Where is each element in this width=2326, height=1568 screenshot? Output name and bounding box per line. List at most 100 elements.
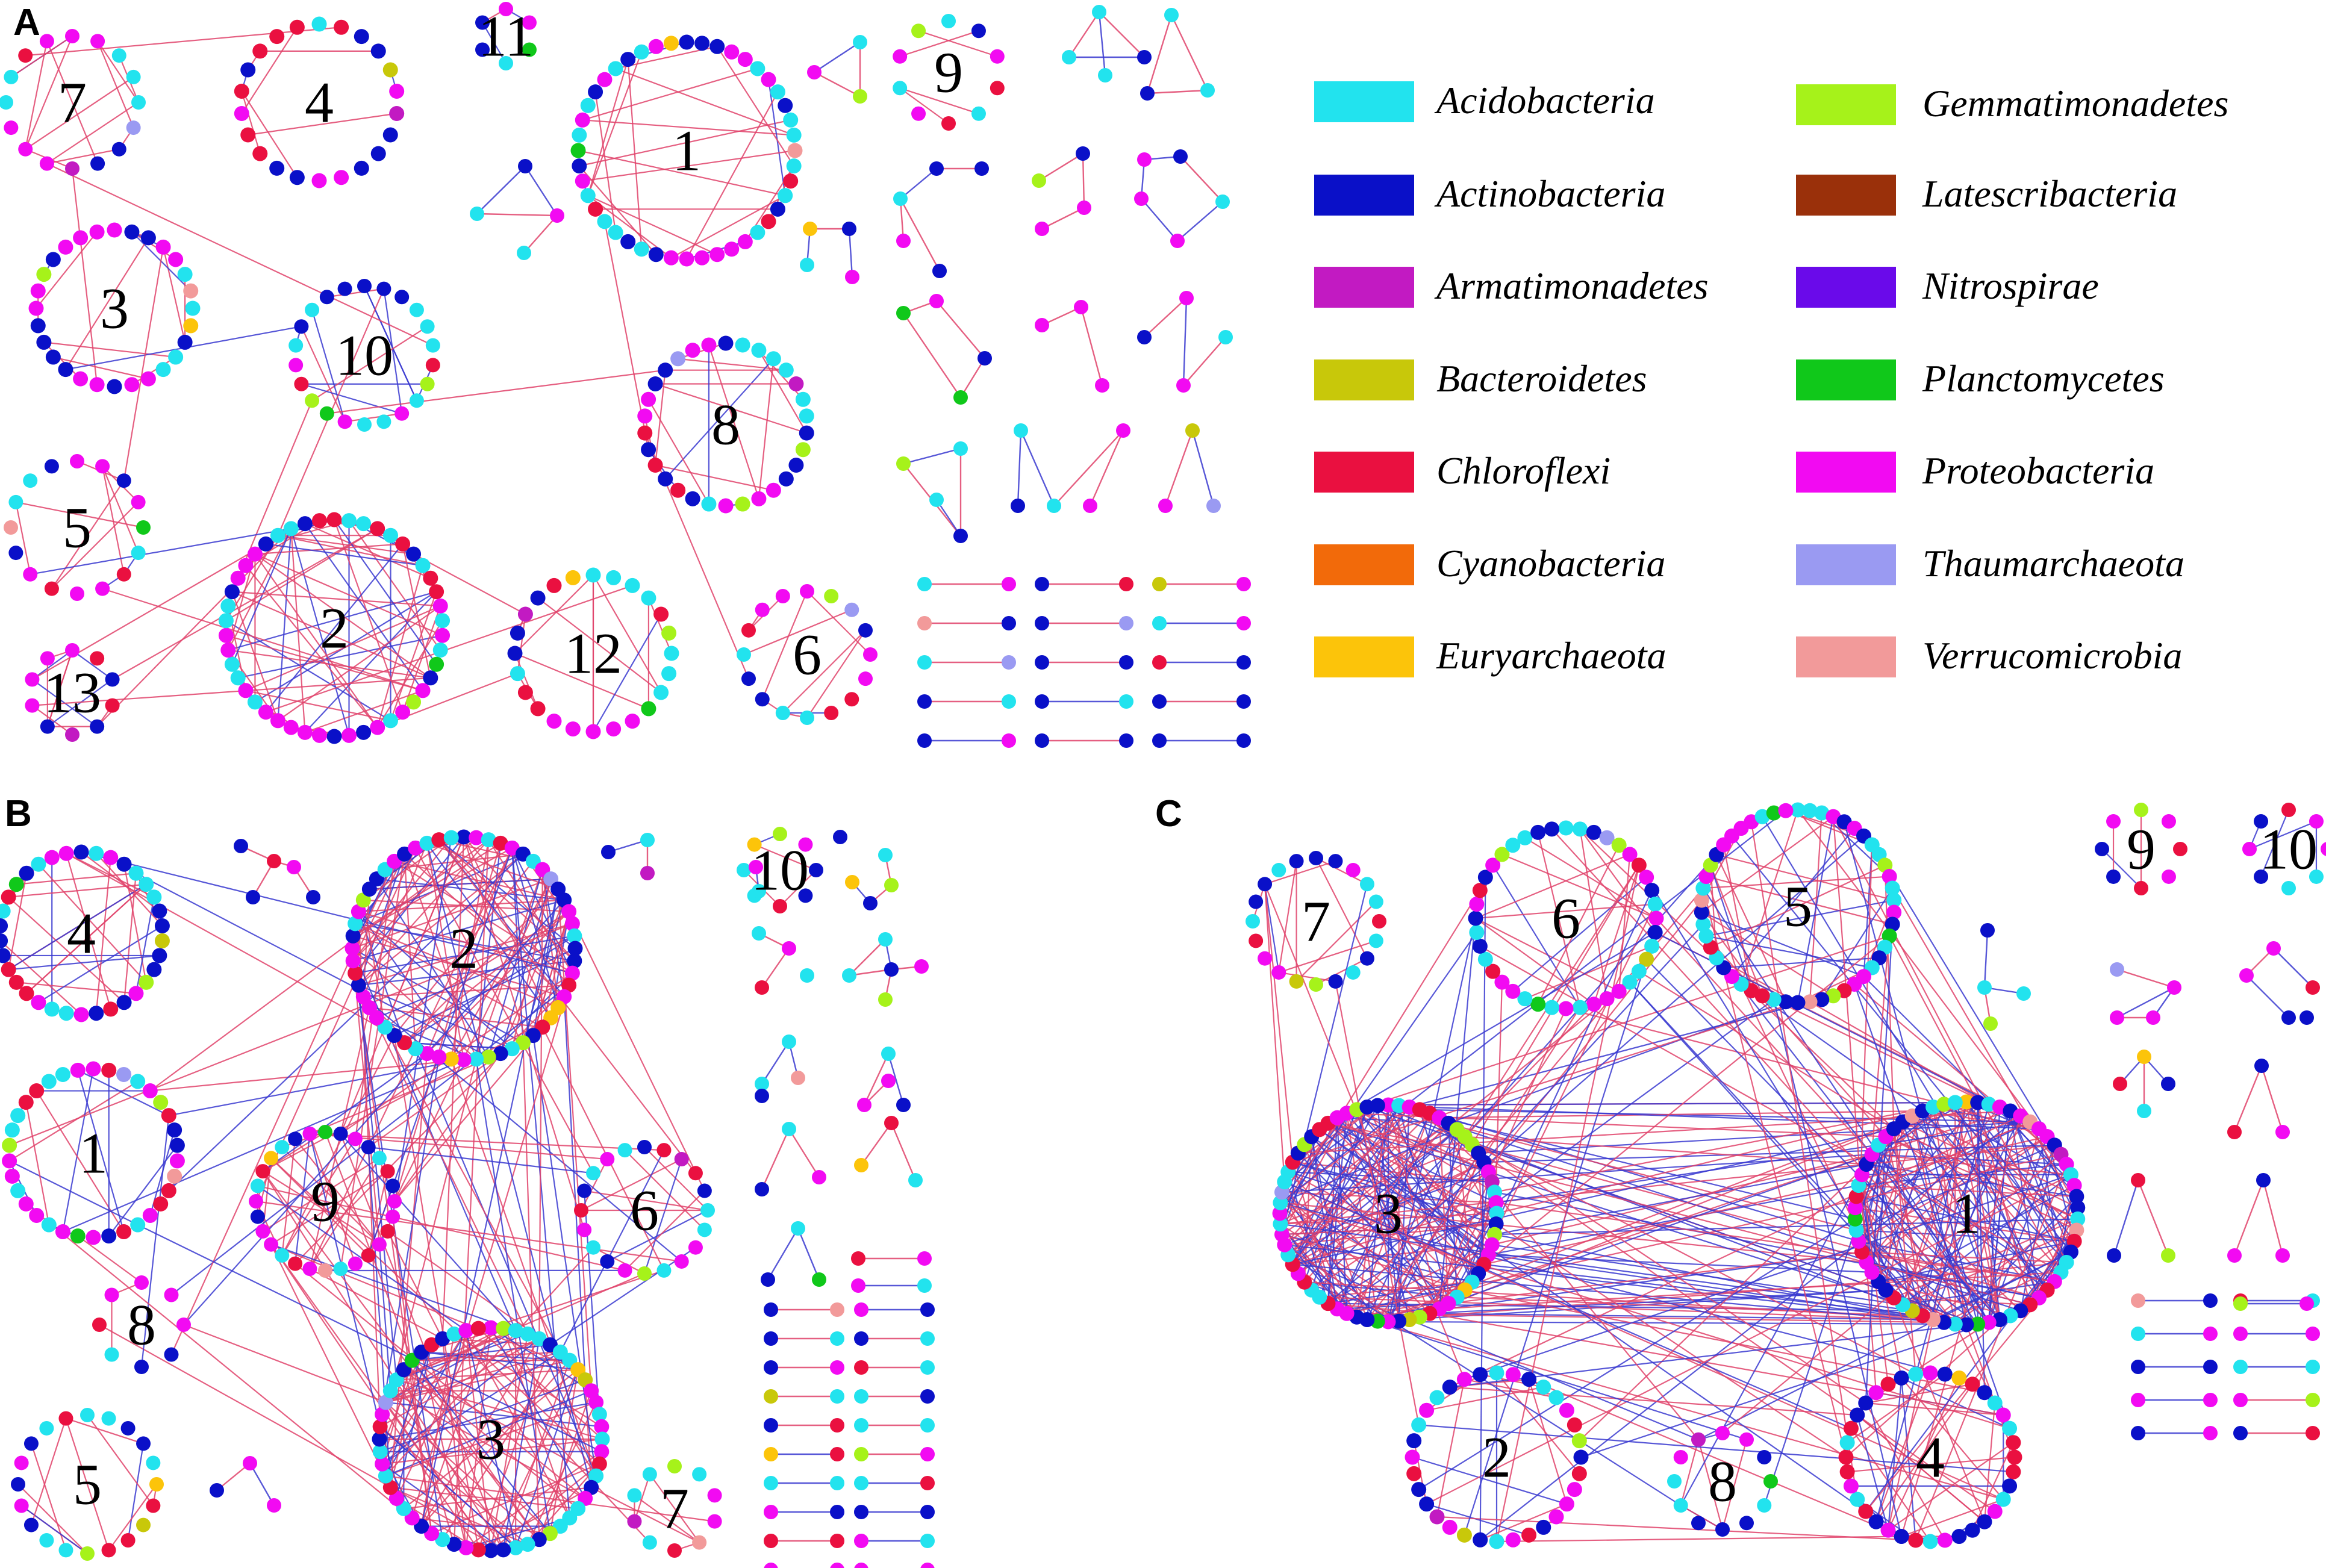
otu-node: [658, 471, 673, 487]
otu-node: [218, 627, 234, 643]
negative-edge: [231, 528, 292, 665]
positive-edge: [1080, 306, 1103, 386]
otu-node: [152, 948, 167, 963]
legend-swatch: [1796, 267, 1896, 308]
positive-edge: [309, 1268, 443, 1340]
negative-edge: [643, 1159, 682, 1274]
positive-edge: [1099, 11, 1145, 58]
otu-node: [853, 89, 867, 104]
otu-node: [878, 992, 893, 1007]
otu-node: [218, 613, 234, 629]
positive-edge: [582, 149, 796, 182]
otu-node: [1908, 1366, 1924, 1382]
module-label-c-8: 8: [1708, 1449, 1737, 1514]
otu-node: [1715, 1522, 1730, 1537]
otu-node: [567, 928, 582, 944]
otu-node: [1098, 68, 1112, 82]
positive-edge: [1972, 1442, 2014, 1531]
otu-node: [1236, 655, 1251, 670]
otu-node: [126, 69, 141, 84]
otu-node: [751, 343, 767, 358]
otu-node: [2275, 1125, 2290, 1139]
positive-edge: [1475, 903, 1656, 919]
otu-node: [854, 1534, 868, 1548]
otu-node: [499, 2, 513, 16]
otu-node: [663, 36, 679, 51]
otu-node: [1622, 847, 1638, 862]
module-label-a-11: 11: [478, 4, 534, 69]
otu-node: [1567, 1482, 1582, 1498]
positive-edge: [899, 30, 979, 57]
positive-edge: [1701, 912, 1834, 997]
otu-node: [370, 146, 386, 161]
otu-node: [2161, 1077, 2175, 1091]
otu-node: [255, 1224, 270, 1239]
otu-node: [39, 1533, 54, 1548]
negative-edge: [237, 635, 443, 679]
phylum-legend: Acidobacteria Actinobacteria Armatimonad…: [1314, 79, 2228, 677]
legend-swatch: [1796, 544, 1896, 585]
otu-node: [1894, 1529, 1909, 1545]
otu-node: [1119, 694, 1133, 709]
otu-node: [1937, 1532, 1953, 1548]
otu-node: [518, 159, 532, 173]
otu-node: [311, 513, 327, 529]
negative-edge: [1292, 1105, 1400, 1265]
positive-edge: [310, 1133, 664, 1151]
otu-node: [520, 1326, 535, 1342]
negative-edge: [1494, 1191, 2039, 1299]
positive-edge: [290, 528, 306, 733]
otu-node: [2002, 1478, 2018, 1494]
otu-node: [764, 1534, 778, 1548]
otu-node: [2233, 1393, 2248, 1407]
positive-edge: [255, 1200, 682, 1263]
positive-edge: [517, 614, 526, 674]
positive-edge: [1850, 1428, 1931, 1542]
positive-edge: [634, 1495, 700, 1543]
negative-edge: [136, 873, 489, 1058]
otu-node: [842, 222, 856, 236]
negative-edge: [1902, 1174, 2072, 1305]
positive-edge: [1893, 1128, 1916, 1375]
positive-edge: [1721, 1439, 1748, 1530]
positive-edge: [266, 585, 633, 713]
positive-edge: [1529, 1378, 1902, 1537]
otu-node: [1488, 1195, 1504, 1210]
positive-edge: [8, 883, 146, 898]
otu-node: [1419, 1496, 1435, 1512]
otu-node: [648, 39, 664, 54]
positive-edge: [1356, 1113, 1430, 1318]
module-label-b-1: 1: [79, 1121, 108, 1186]
otu-node: [1847, 1200, 1863, 1216]
module-label-c-10: 10: [2260, 817, 2318, 882]
negative-edge: [8, 954, 160, 971]
otu-node: [1959, 1094, 1974, 1110]
otu-node: [25, 672, 40, 687]
otu-node: [854, 1505, 868, 1519]
otu-node: [348, 916, 363, 932]
otu-node: [1477, 870, 1493, 885]
negative-edge: [1448, 1001, 1786, 1124]
otu-node: [1983, 1016, 1998, 1031]
negative-edge: [411, 1360, 551, 1534]
otu-node: [351, 977, 366, 993]
positive-edge: [463, 836, 575, 962]
otu-node: [1083, 499, 1097, 513]
positive-edge: [1180, 156, 1223, 202]
otu-node: [881, 1047, 896, 1061]
otu-node: [641, 701, 656, 717]
negative-edge: [1645, 959, 2001, 1321]
otu-node: [795, 391, 811, 407]
otu-node: [58, 1411, 73, 1426]
otu-node: [800, 584, 814, 599]
legend-item-actinobacteria: Actinobacteria: [1314, 172, 1665, 216]
otu-node: [154, 933, 170, 948]
legend-label: Latescribacteria: [1922, 172, 2177, 215]
negative-edge: [183, 899, 565, 1325]
otu-node: [73, 371, 89, 387]
positive-edge: [806, 630, 866, 718]
otu-node: [395, 705, 411, 720]
otu-node: [718, 335, 734, 351]
positive-edge: [1439, 1110, 1923, 1119]
otu-node: [1158, 499, 1173, 513]
